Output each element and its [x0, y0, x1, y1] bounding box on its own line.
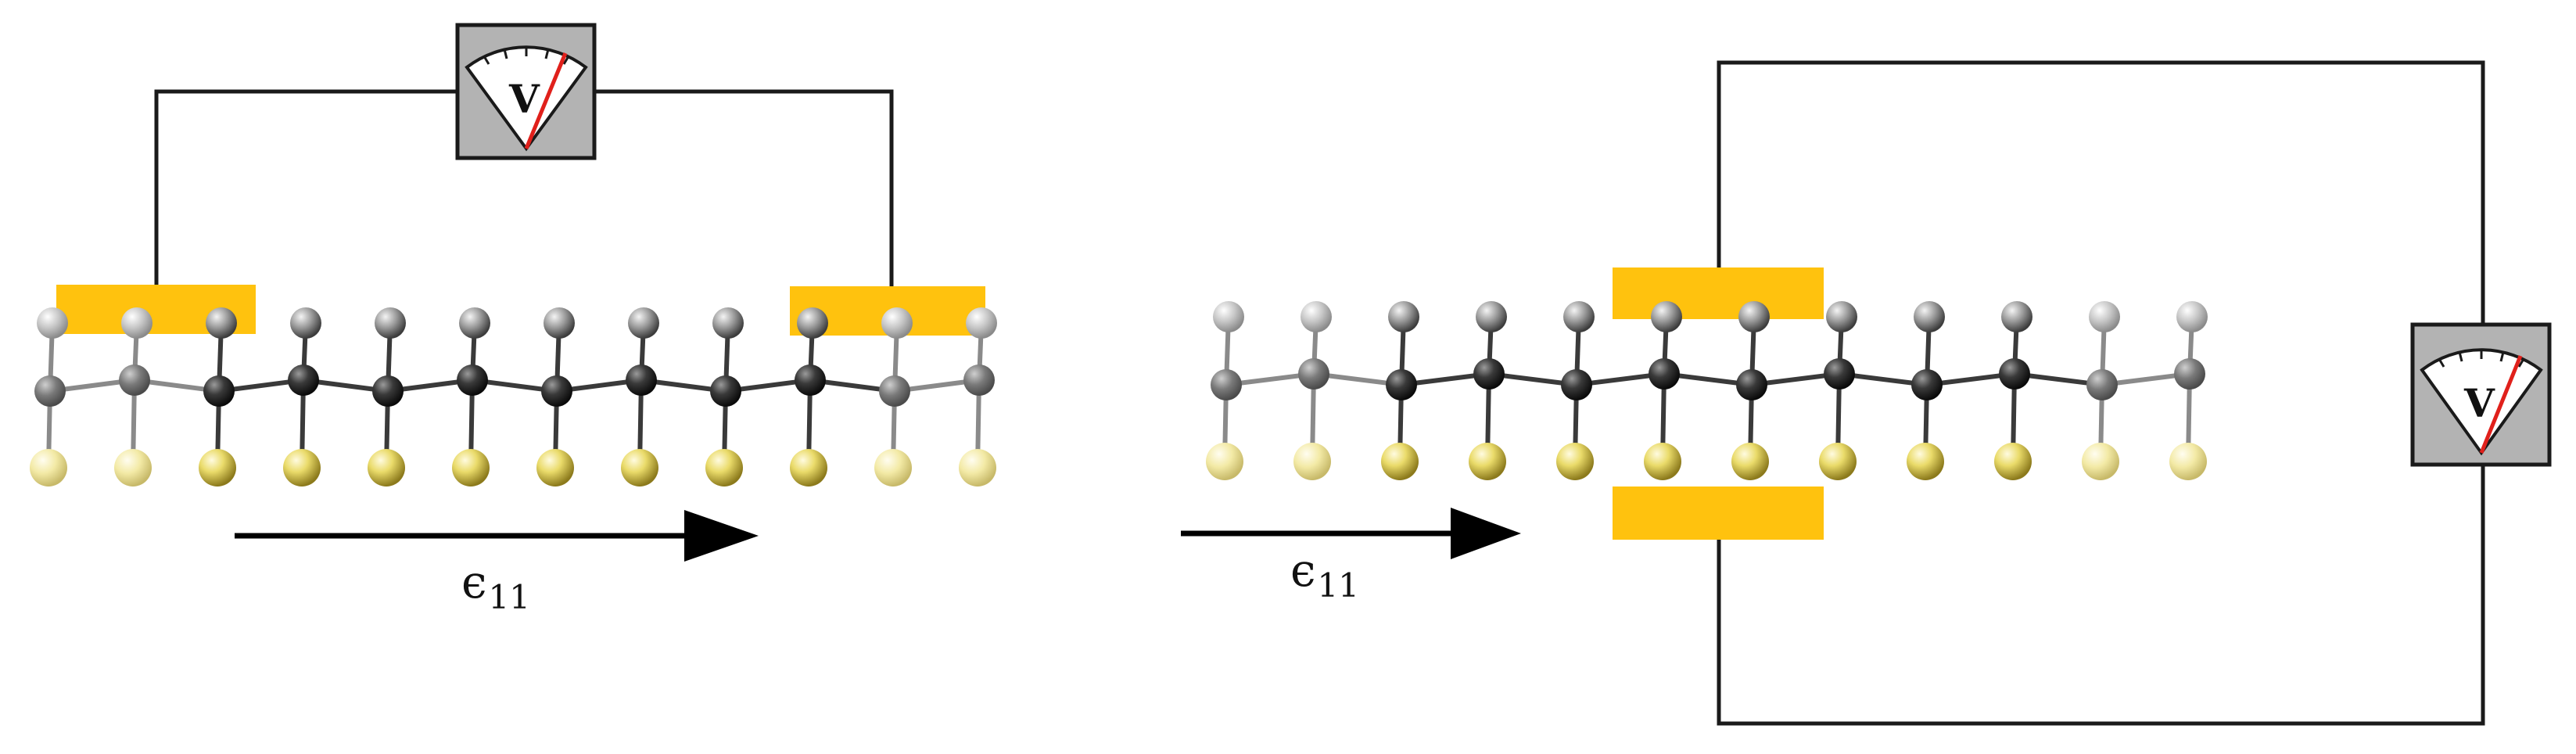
carbon-atom — [2086, 369, 2118, 400]
hydrogen-atom — [1476, 301, 1507, 332]
hydrogen-atom — [1651, 301, 1682, 332]
sulfur-atom — [1731, 443, 1769, 480]
right-circuit-wire-bottom — [1717, 465, 2485, 726]
carbon-atom — [1386, 369, 1417, 400]
sulfur-atom — [283, 449, 321, 487]
strain-arrow-right — [1181, 508, 1521, 559]
carbon-atom — [2174, 358, 2205, 390]
carbon-atom — [795, 364, 826, 396]
carbon-atom — [288, 364, 319, 396]
hydrogen-atom — [121, 307, 152, 339]
carbon-atom — [203, 375, 235, 407]
sulfur-atom — [621, 449, 658, 487]
right-circuit-wire-top — [1717, 60, 2485, 325]
left-circuit-wire — [154, 89, 457, 295]
sulfur-atom — [452, 449, 490, 487]
voltmeter-ticks — [483, 47, 570, 65]
sulfur-atom — [1994, 443, 2032, 480]
carbon-atom — [119, 364, 150, 396]
hydrogen-atom — [1738, 301, 1770, 332]
sulfur-atom — [2082, 443, 2119, 480]
hydrogen-atom — [1301, 301, 1332, 332]
sulfur-atom — [2169, 443, 2207, 480]
strain-subscript: 11 — [488, 578, 530, 616]
carbon-atom — [457, 364, 488, 396]
carbon-atom — [34, 375, 66, 407]
hydrogen-atom — [2176, 301, 2208, 332]
carbon-atom — [1211, 369, 1242, 400]
carbon-atom — [1298, 358, 1329, 390]
voltmeter-label: V — [2463, 380, 2495, 426]
carbon-atom — [879, 375, 910, 407]
strain-label-right: ϵ11 — [1290, 548, 1359, 602]
hydrogen-atom — [1826, 301, 1857, 332]
strain-symbol: ϵ — [461, 555, 487, 609]
hydrogen-atom — [797, 307, 828, 339]
hydrogen-atom — [37, 307, 68, 339]
sulfur-atom — [199, 449, 236, 487]
carbon-atom — [1649, 358, 1680, 390]
carbon-atom — [1736, 369, 1767, 400]
sulfur-atom — [114, 449, 152, 487]
sulfur-atom — [1469, 443, 1506, 480]
sulfur-atom — [705, 449, 743, 487]
sulfur-atom — [1206, 443, 1243, 480]
carbon-atom — [963, 364, 995, 396]
sulfur-atom — [30, 449, 67, 487]
sulfur-atom — [1819, 443, 1857, 480]
sulfur-atom — [1644, 443, 1681, 480]
right-panel: V — [1181, 60, 2552, 726]
voltmeter-ticks — [2438, 350, 2525, 368]
carbon-atom — [626, 364, 657, 396]
left-circuit-wire-right — [594, 89, 894, 289]
hydrogen-atom — [544, 307, 575, 339]
carbon-atom — [1911, 369, 1943, 400]
sulfur-atom — [959, 449, 996, 487]
hydrogen-atom — [1563, 301, 1595, 332]
hydrogen-atom — [628, 307, 659, 339]
hydrogen-atom — [1388, 301, 1419, 332]
voltmeter-needle — [524, 52, 568, 149]
hydrogen-atom — [1213, 301, 1244, 332]
carbon-atom — [1473, 358, 1505, 390]
hydrogen-atom — [2001, 301, 2032, 332]
carbon-atom — [372, 375, 404, 407]
carbon-atom — [710, 375, 741, 407]
hydrogen-atom — [2089, 301, 2120, 332]
hydrogen-atom — [1914, 301, 1945, 332]
hydrogen-atom — [966, 307, 997, 339]
voltmeter-label: V — [508, 76, 540, 122]
hydrogen-atom — [206, 307, 237, 339]
sulfur-atom — [874, 449, 912, 487]
voltmeter-left: V — [455, 23, 597, 160]
polymer-chain-right — [1206, 301, 2208, 480]
sulfur-atom — [1907, 443, 1944, 480]
voltmeter-needle — [2479, 355, 2523, 454]
polymer-chain-left — [30, 307, 997, 487]
hydrogen-atom — [712, 307, 744, 339]
strain-arrow-left — [235, 510, 759, 562]
voltmeter-right: V — [2410, 322, 2552, 467]
sulfur-atom — [536, 449, 574, 487]
sulfur-atom — [790, 449, 827, 487]
hydrogen-atom — [375, 307, 406, 339]
carbon-atom — [541, 375, 572, 407]
hydrogen-atom — [881, 307, 913, 339]
strain-label-left: ϵ11 — [461, 559, 530, 614]
electrode-top — [1613, 267, 1824, 319]
sulfur-atom — [1556, 443, 1594, 480]
sulfur-atom — [1381, 443, 1419, 480]
hydrogen-atom — [290, 307, 321, 339]
hydrogen-atom — [459, 307, 490, 339]
sulfur-atom — [1293, 443, 1331, 480]
strain-subscript: 11 — [1317, 566, 1359, 605]
strain-symbol: ϵ — [1290, 544, 1316, 597]
electrode-bottom — [1613, 487, 1824, 540]
carbon-atom — [1824, 358, 1855, 390]
left-panel: V — [30, 23, 997, 562]
sulfur-atom — [368, 449, 405, 487]
carbon-atom — [1999, 358, 2030, 390]
carbon-atom — [1561, 369, 1592, 400]
